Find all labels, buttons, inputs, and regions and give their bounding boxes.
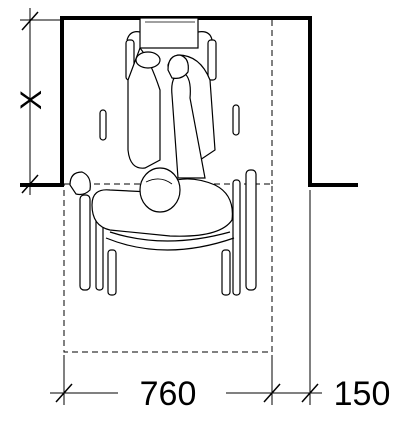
front-caster-left [99, 109, 107, 141]
rear-wheel-right-rim [232, 179, 241, 296]
clearance-150-label: 150 [334, 375, 391, 413]
knee-space-block [139, 17, 199, 49]
wheelchair-user-figure [69, 17, 257, 296]
seat-edge [109, 231, 231, 242]
dimension-x-label: X [15, 90, 48, 110]
vertical-dimension-x: X [15, 8, 60, 195]
hand [167, 54, 189, 79]
width-760-label: 760 [140, 375, 197, 413]
rear-wheel-left [79, 194, 91, 291]
rear-wheel-right [245, 169, 257, 291]
left-hand [69, 171, 91, 196]
head [139, 167, 181, 213]
front-caster-right [232, 104, 240, 136]
horizontal-dimension: 760 150 [50, 190, 402, 413]
